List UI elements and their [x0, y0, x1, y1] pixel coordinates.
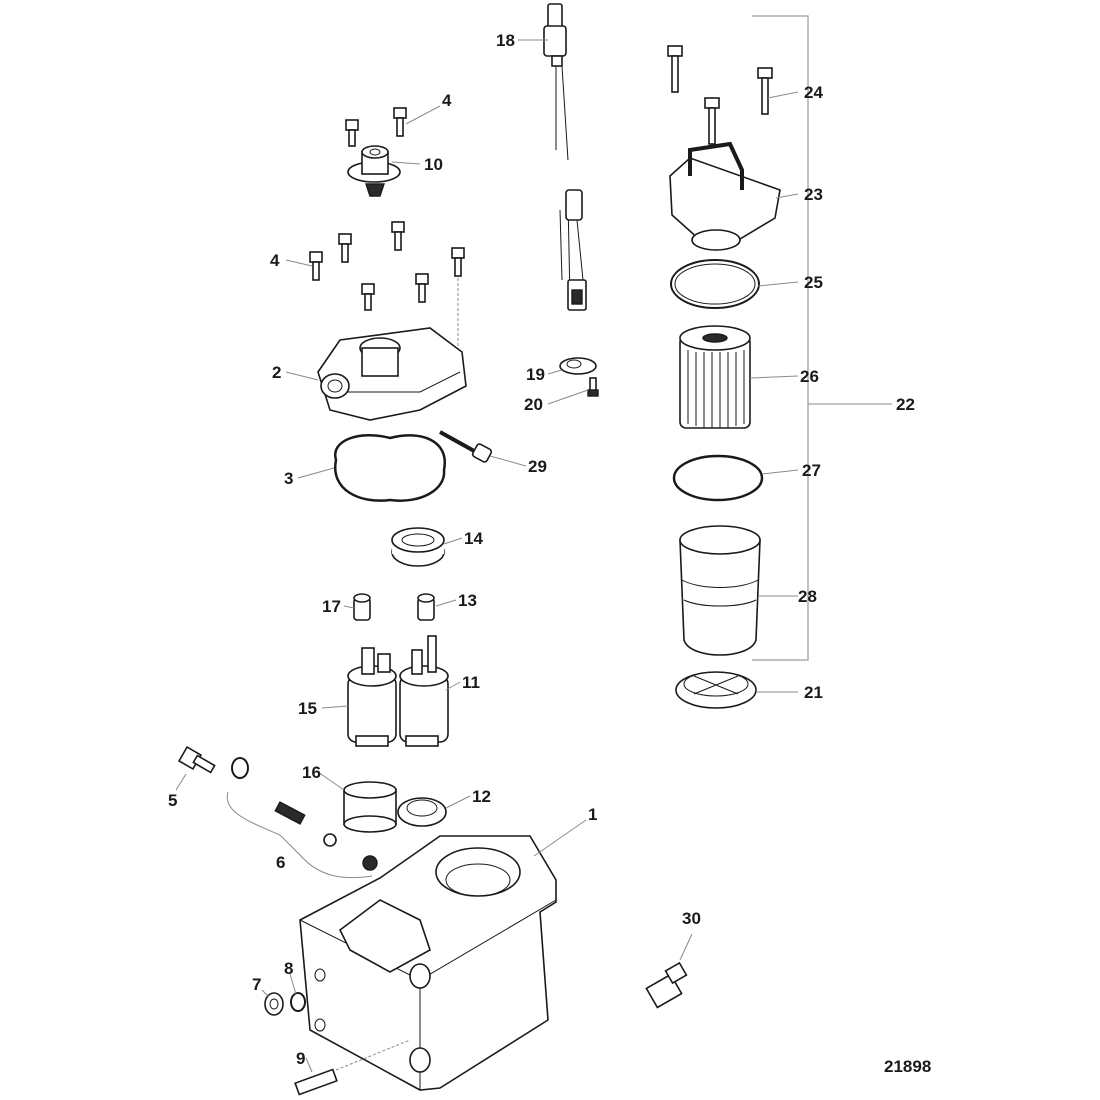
callout-13: 13: [458, 591, 477, 610]
part-plug-7: [264, 992, 284, 1016]
callout-30: 30: [682, 909, 701, 928]
callout-16: 16: [302, 763, 321, 782]
screw: [757, 67, 773, 115]
callout-21: 21: [804, 683, 823, 702]
callout-12: 12: [472, 787, 491, 806]
callout-26: 26: [800, 367, 819, 386]
screw: [704, 97, 720, 145]
screw: [361, 283, 375, 311]
part-fuel-pump-11: [399, 635, 449, 747]
part-seal-27: [672, 454, 764, 502]
leader-lines: [175, 39, 799, 1073]
part-filter-cap-21: [675, 671, 757, 709]
callout-4b: 4: [270, 251, 280, 270]
part-pump-seal-12: [397, 797, 447, 827]
callout-2: 2: [272, 363, 281, 382]
assembly-bracket-22: [752, 15, 892, 661]
screw: [451, 247, 465, 277]
part-fuel-pump-15: [347, 647, 397, 747]
callout-1: 1: [588, 805, 597, 824]
callout-19: 19: [526, 365, 545, 384]
part-sleeve-13: [417, 593, 435, 621]
part-wiring-harness: [543, 3, 587, 311]
part-o-ring-8: [290, 992, 306, 1012]
callout-8: 8: [284, 959, 293, 978]
screw: [667, 45, 683, 93]
screw: [309, 251, 323, 281]
screw: [415, 273, 429, 303]
part-screws-24: [667, 45, 773, 145]
part-filter-head-23: [669, 141, 781, 251]
callout-7: 7: [252, 975, 261, 994]
part-sleeve-17: [353, 593, 371, 621]
callout-24: 24: [804, 83, 823, 102]
callout-29: 29: [528, 457, 547, 476]
part-seal-25: [670, 259, 760, 309]
callout-27: 27: [802, 461, 821, 480]
part-isolator: [391, 527, 445, 567]
callout-4a: 4: [442, 91, 452, 110]
callout-labels: 1 2 3 4 4 5 6 7 8 9 10 11 12 13 14 15 16…: [168, 31, 915, 1068]
part-filter-element-26: [679, 325, 751, 429]
part-sensor: [439, 430, 493, 463]
part-screws-4: [309, 107, 465, 372]
part-fitting-30: [645, 961, 688, 1009]
callout-22: 22: [896, 395, 915, 414]
screw: [345, 119, 359, 147]
callout-6: 6: [276, 853, 285, 872]
callout-5: 5: [168, 791, 177, 810]
callout-23: 23: [804, 185, 823, 204]
callout-10: 10: [424, 155, 443, 174]
callout-9: 9: [296, 1049, 305, 1068]
screw: [391, 221, 405, 251]
callout-15: 15: [298, 699, 317, 718]
part-fitting-9: [294, 1039, 411, 1096]
part-valve-kit-6: [226, 757, 378, 879]
callout-11: 11: [462, 673, 480, 692]
callout-14: 14: [464, 529, 483, 548]
part-pressure-regulator: [347, 145, 401, 197]
callout-28: 28: [798, 587, 817, 606]
part-cover: [317, 327, 467, 421]
screw: [393, 107, 407, 137]
figure-number: 21898: [884, 1057, 931, 1076]
part-pump-sleeve-16: [343, 781, 397, 833]
part-module-housing: [299, 835, 557, 1091]
callout-25: 25: [804, 273, 823, 292]
callout-18: 18: [496, 31, 515, 50]
part-screw-20: [587, 377, 599, 397]
part-fitting-5: [177, 745, 216, 774]
screw: [338, 233, 352, 263]
part-cover-seal: [333, 434, 447, 502]
callout-20: 20: [524, 395, 543, 414]
part-clip-19: [559, 357, 597, 375]
part-filter-bowl-28: [679, 525, 761, 656]
callout-17: 17: [322, 597, 341, 616]
callout-3: 3: [284, 469, 293, 488]
